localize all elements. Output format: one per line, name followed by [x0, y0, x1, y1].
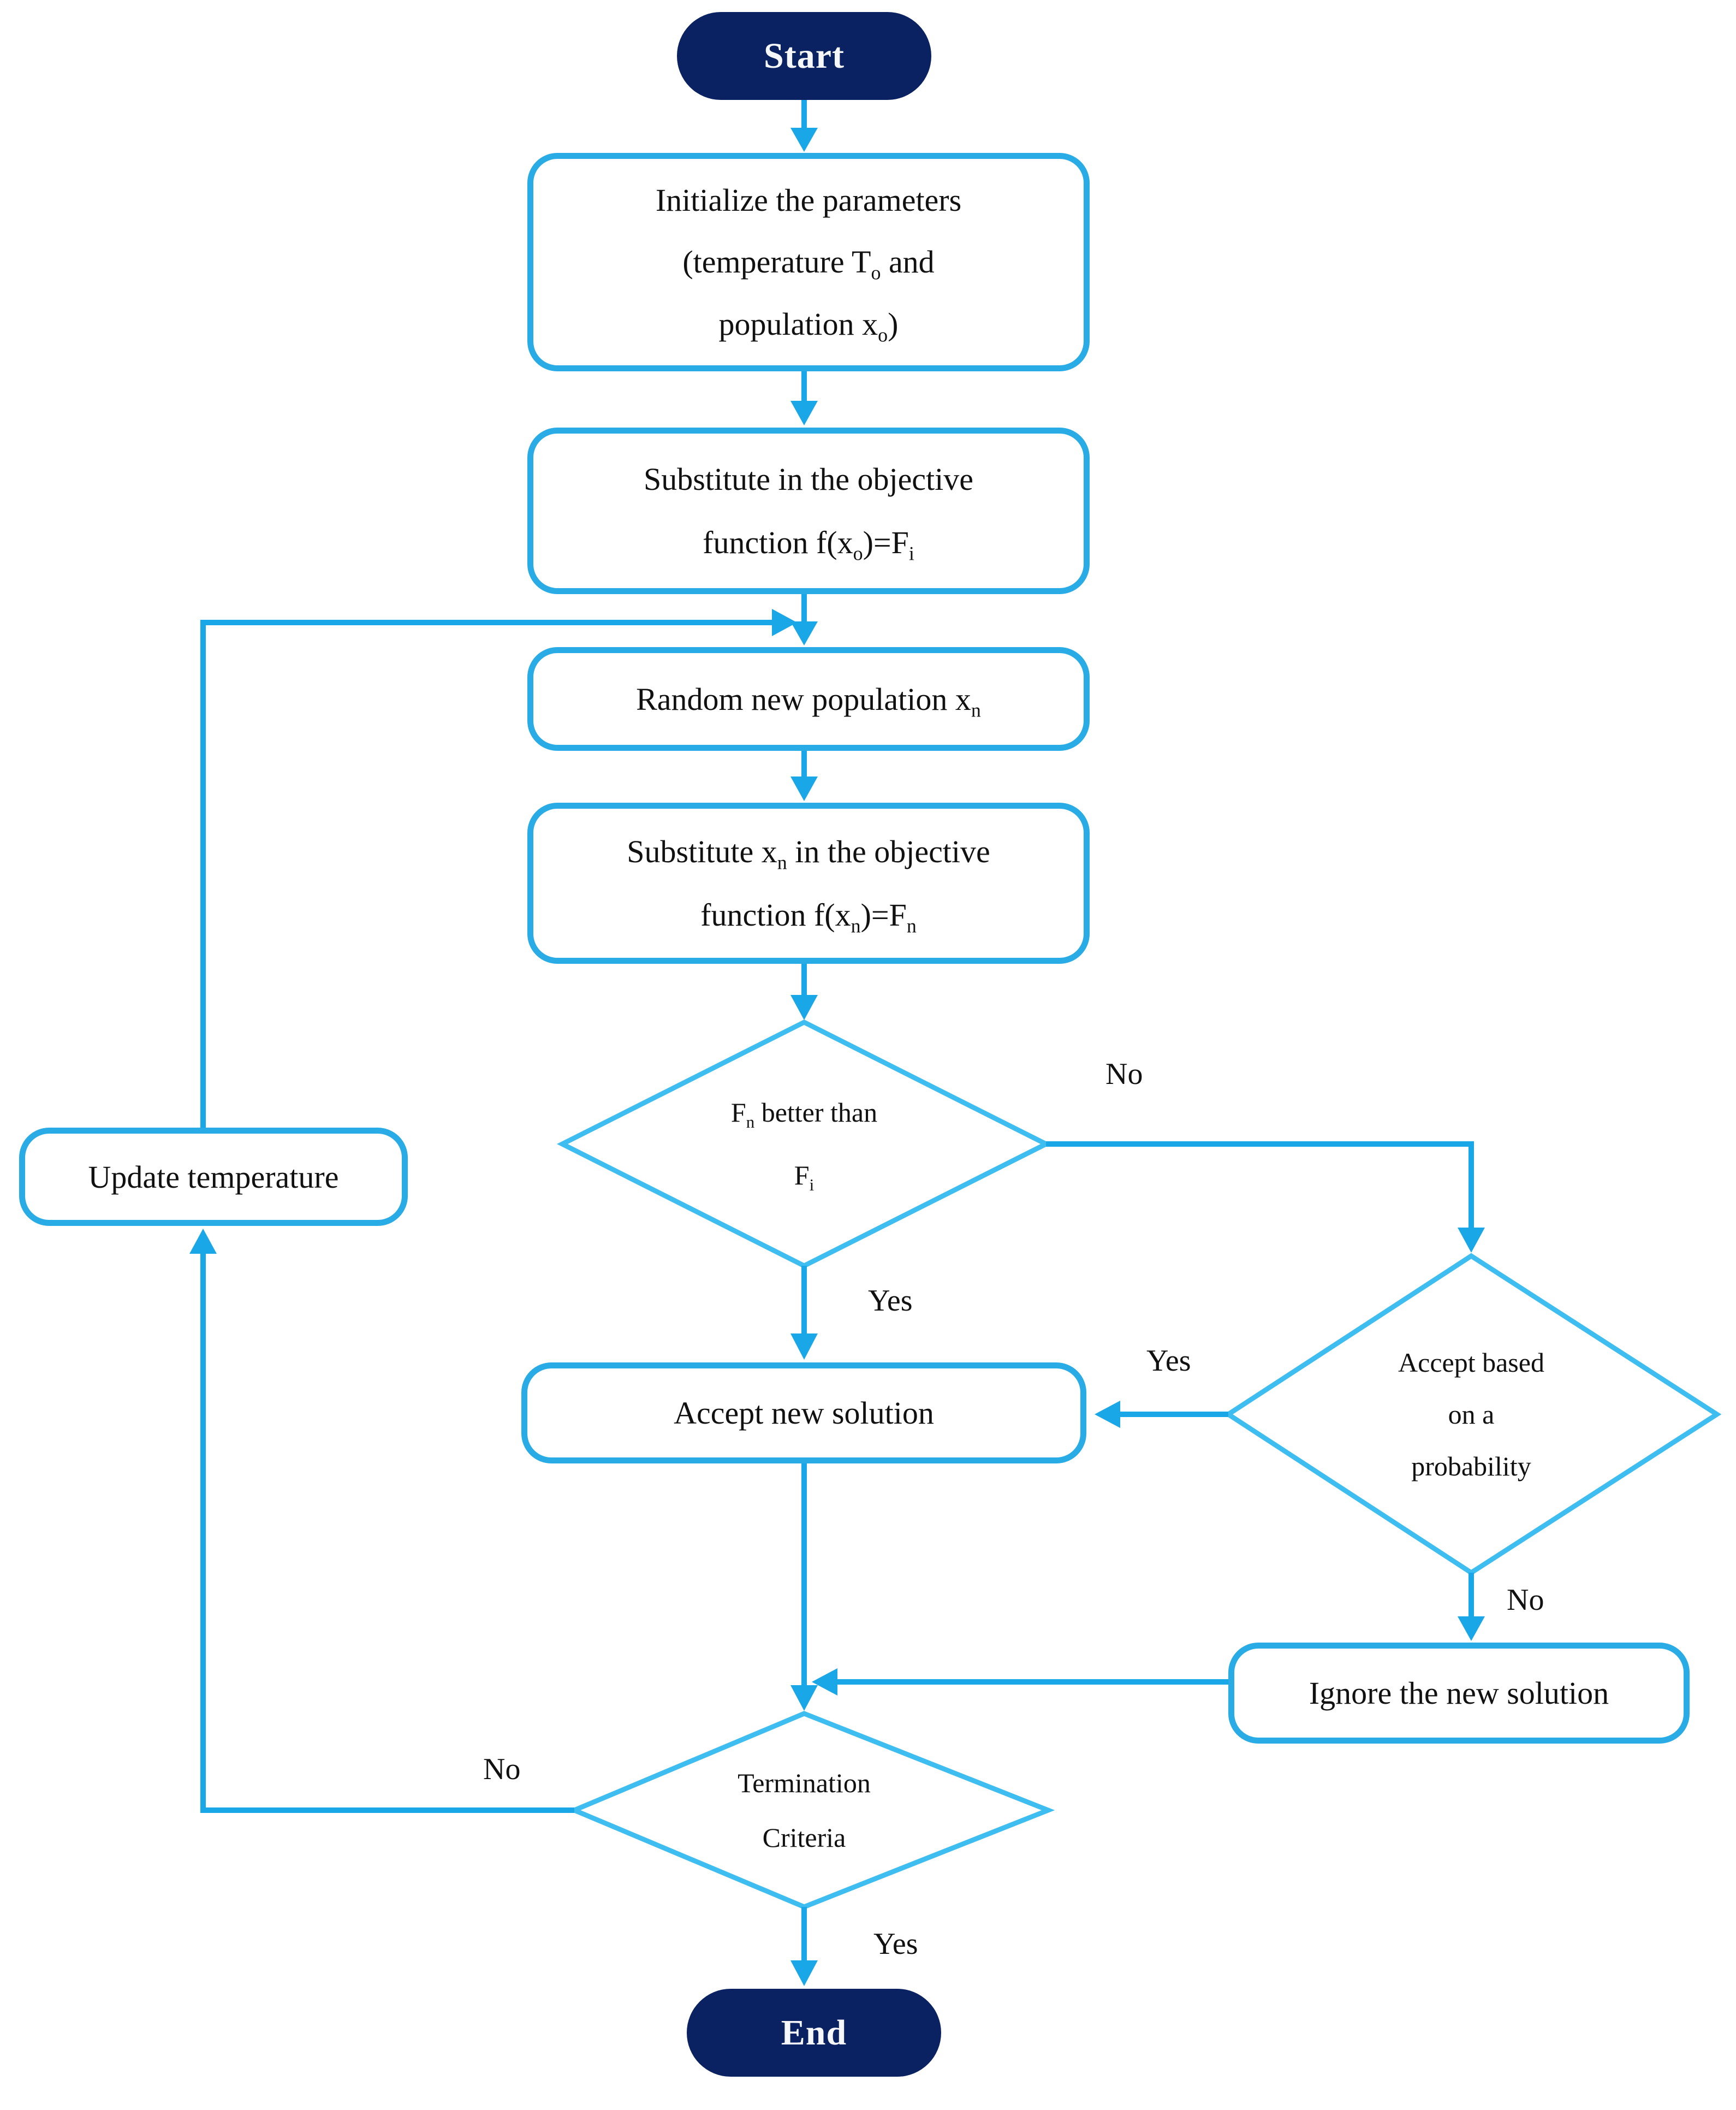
edge-decision1-no: [1046, 1141, 1474, 1229]
initialize-parameters-node: Initialize the parameters (temperature T…: [527, 153, 1090, 371]
label-probability-yes: Yes: [1146, 1344, 1191, 1378]
initialize-line-3: population xo): [718, 306, 899, 346]
update-temperature-label: Update temperature: [88, 1159, 339, 1195]
substitute-new-line-2: function f(xn)=Fn: [700, 897, 917, 937]
substitute-initial-line-1: Substitute in the objective: [643, 461, 974, 497]
ignore-solution-label: Ignore the new solution: [1309, 1675, 1609, 1711]
fn-better-line-1: Fn better than: [730, 1097, 878, 1131]
label-termination-yes: Yes: [873, 1927, 918, 1961]
substitute-new-node: Substitute xn in the objective function …: [527, 803, 1090, 964]
label-fn-better-no: No: [1105, 1057, 1143, 1091]
accept-solution-node: Accept new solution: [521, 1362, 1086, 1463]
substitute-initial-node: Substitute in the objective function f(x…: [527, 428, 1090, 594]
fn-better-line-2: Fi: [794, 1160, 815, 1194]
fn-better-decision-text: Fn better than Fi: [613, 1062, 995, 1226]
termination-decision-text: Termination Criteria: [640, 1739, 968, 1881]
end-node: End: [687, 1989, 941, 2077]
edge-termination-no: [200, 1253, 574, 1813]
arrowhead-termination-no: [189, 1229, 217, 1254]
arrowhead-initialize-substitute: [790, 401, 818, 425]
arrowhead-start-initialize: [790, 128, 818, 152]
accept-probability-line-2: on a: [1448, 1398, 1495, 1430]
label-fn-better-yes: Yes: [868, 1284, 913, 1318]
label-termination-no: No: [483, 1752, 521, 1786]
substitute-initial-line-2: function f(xo)=Fi: [703, 524, 914, 565]
termination-line-2: Criteria: [762, 1822, 846, 1853]
accept-probability-decision-text: Accept based on a probability: [1280, 1313, 1662, 1515]
initialize-line-1: Initialize the parameters: [655, 182, 962, 218]
arrowhead-ignore-merge: [812, 1668, 837, 1696]
accept-probability-line-3: probability: [1411, 1450, 1531, 1481]
label-probability-no: No: [1507, 1583, 1544, 1617]
end-label: End: [781, 2012, 847, 2053]
arrowhead-random-substitute-new: [790, 777, 818, 801]
start-label: Start: [764, 35, 845, 76]
arrowhead-update-loop: [772, 609, 797, 636]
random-population-node: Random new population xn: [527, 647, 1090, 751]
accept-probability-line-1: Accept based: [1398, 1347, 1544, 1378]
edge-update-loop: [200, 620, 772, 1128]
update-temperature-node: Update temperature: [19, 1128, 408, 1226]
arrowhead-termination-yes: [790, 1960, 818, 1986]
arrowhead-decision1-no: [1458, 1228, 1485, 1253]
ignore-solution-node: Ignore the new solution: [1228, 1643, 1690, 1744]
arrowhead-accept-termination: [790, 1685, 818, 1711]
arrowhead-probability-yes: [1095, 1401, 1120, 1428]
random-population-label: Random new population xn: [636, 681, 981, 721]
initialize-line-2: (temperature To and: [682, 244, 935, 285]
accept-solution-label: Accept new solution: [674, 1395, 934, 1431]
arrowhead-probability-no: [1458, 1616, 1485, 1641]
start-node: Start: [677, 12, 931, 100]
arrowhead-decision1-yes: [790, 1333, 818, 1360]
termination-line-1: Termination: [738, 1768, 871, 1798]
arrowhead-substitute-random: [790, 621, 818, 645]
substitute-new-line-1: Substitute xn in the objective: [627, 833, 990, 874]
arrowhead-substitute-new-decision: [790, 995, 818, 1020]
